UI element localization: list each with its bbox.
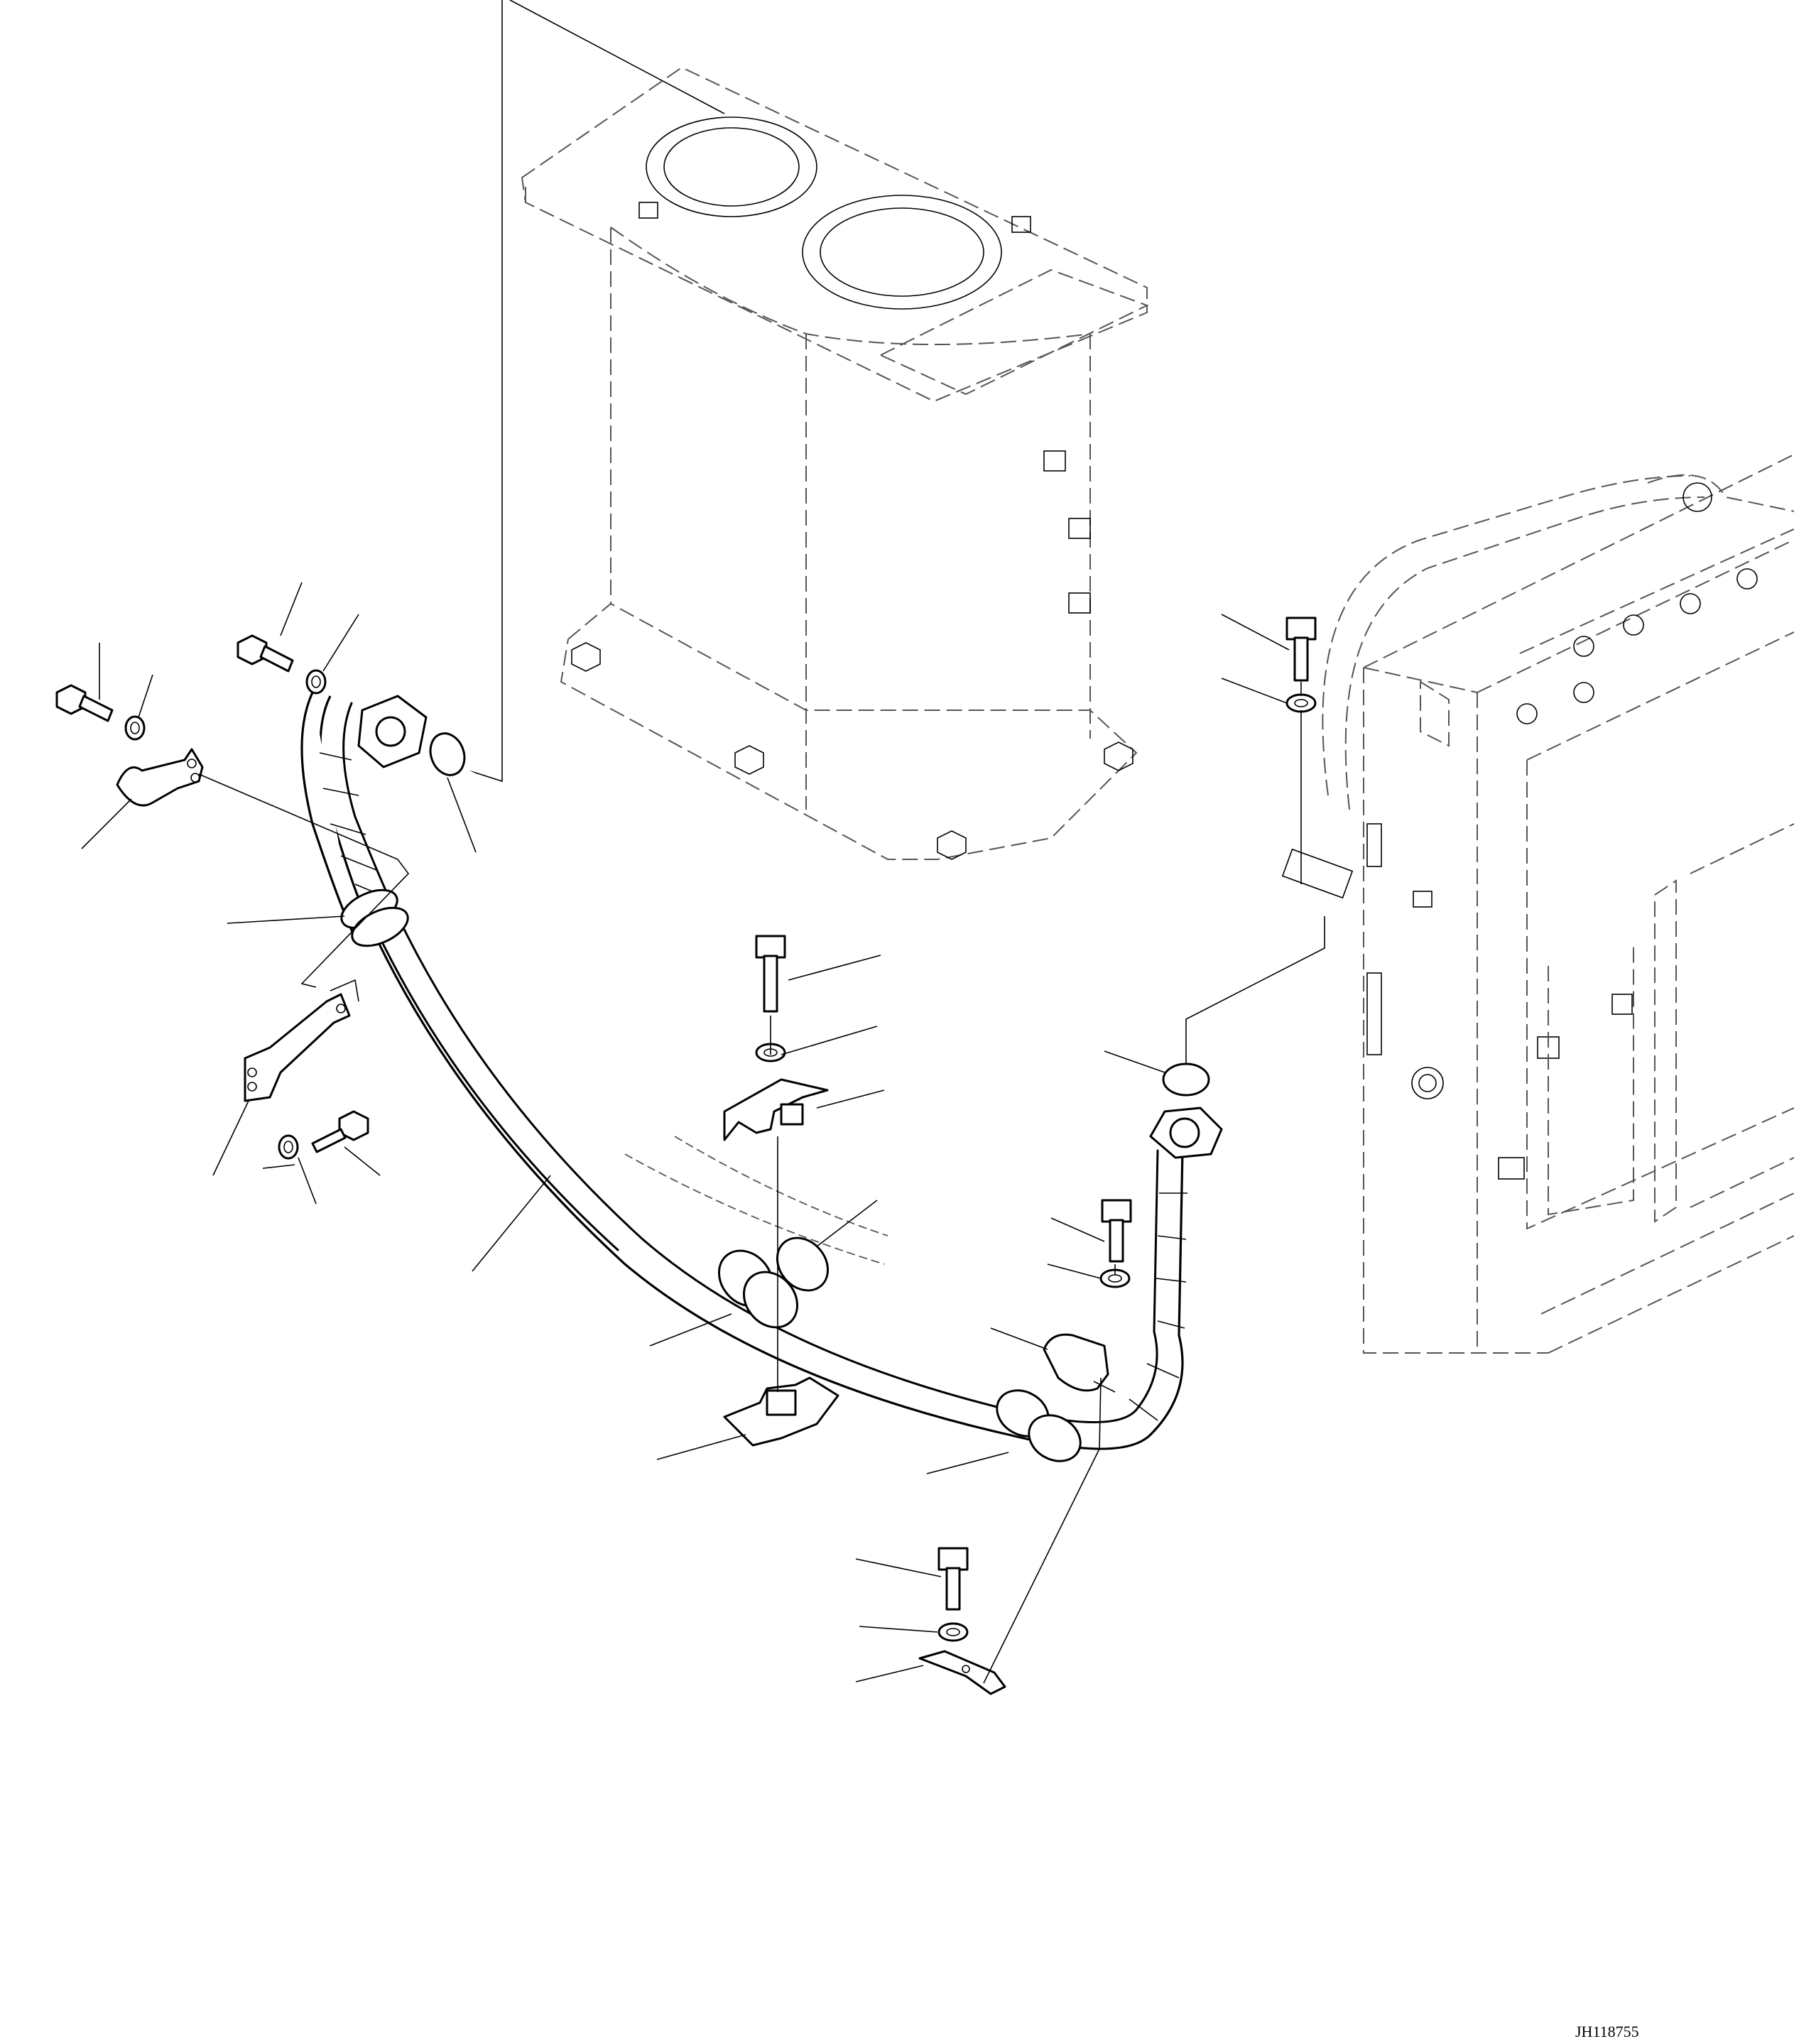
callout-leaders bbox=[81, 582, 1290, 1683]
bolt bbox=[311, 1110, 369, 1153]
bracket bbox=[723, 1078, 829, 1141]
engine-frame-phantom bbox=[1281, 454, 1794, 1354]
washer bbox=[278, 1134, 299, 1160]
bracket bbox=[244, 979, 359, 1102]
bolt bbox=[237, 634, 294, 673]
bolt bbox=[755, 935, 786, 1013]
bolt bbox=[55, 684, 114, 722]
exhaust-pipe bbox=[300, 692, 1223, 1462]
clamp bbox=[116, 748, 204, 807]
bolt bbox=[1101, 1199, 1132, 1263]
assembly-alignment-lines bbox=[198, 682, 1302, 1684]
washer bbox=[305, 669, 327, 695]
bolt bbox=[937, 1547, 969, 1611]
washer bbox=[937, 1622, 969, 1642]
gasket bbox=[1162, 1062, 1210, 1097]
clamp bbox=[918, 1650, 1006, 1695]
washer bbox=[124, 715, 146, 741]
bolt bbox=[1285, 616, 1317, 682]
muffler-housing-phantom bbox=[521, 66, 1149, 860]
washer bbox=[1285, 693, 1317, 713]
bracket bbox=[723, 1376, 839, 1447]
drawing-number: JH118755 bbox=[1575, 2023, 1639, 2040]
gasket bbox=[429, 732, 466, 776]
assembly-leader-lines bbox=[468, 0, 1325, 1065]
clamp bbox=[1043, 1333, 1116, 1393]
